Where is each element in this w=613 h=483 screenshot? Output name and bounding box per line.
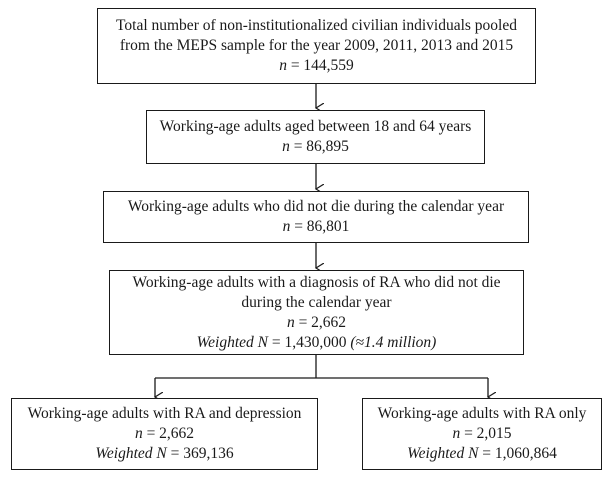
ra-only-count-value: = 2,015 bbox=[460, 425, 512, 442]
ra-depression-weighted-value: = 369,136 bbox=[166, 445, 234, 462]
total-count-value: = 144,559 bbox=[286, 57, 354, 74]
ra-depression-weighted: Weighted N = 369,136 bbox=[95, 444, 233, 464]
weighted-n-symbol: Weighted N bbox=[407, 445, 479, 462]
weighted-n-symbol: Weighted N bbox=[196, 333, 268, 351]
box-working-age: Working-age adults aged between 18 and 6… bbox=[146, 110, 485, 164]
total-line1: Total number of non-institutionalized ci… bbox=[116, 17, 517, 34]
ra-only-weighted-value: = 1,060,864 bbox=[478, 445, 557, 462]
ra-depression-count: n = 2,662 bbox=[135, 424, 194, 444]
n-symbol: n bbox=[134, 425, 143, 442]
box-total-pooled: Total number of non-institutionalized ci… bbox=[97, 8, 536, 84]
box-not-die: Working-age adults who did not die durin… bbox=[103, 191, 529, 243]
total-count: n = 144,559 bbox=[279, 56, 354, 76]
n-symbol: n bbox=[282, 218, 291, 235]
ra-diagnosis-line2: during the calendar year bbox=[241, 293, 392, 311]
ra-diagnosis-weighted-value: = 1,430,000 bbox=[267, 333, 351, 351]
n-symbol: n bbox=[452, 425, 461, 442]
ra-only-weighted: Weighted N = 1,060,864 bbox=[407, 444, 557, 464]
working-age-count: n = 86,895 bbox=[282, 137, 349, 157]
ra-diagnosis-count: n = 2,662 bbox=[287, 313, 346, 333]
box-ra-diagnosis: Working-age adults with a diagnosis of R… bbox=[109, 270, 524, 355]
working-age-line1: Working-age adults aged between 18 and 6… bbox=[159, 118, 472, 135]
ra-diagnosis-line1: Working-age adults with a diagnosis of R… bbox=[132, 273, 501, 291]
n-symbol: n bbox=[286, 313, 295, 331]
n-symbol: n bbox=[279, 57, 287, 74]
box-ra-only: Working-age adults with RA only n = 2,01… bbox=[362, 398, 602, 470]
box-ra-depression: Working-age adults with RA and depressio… bbox=[11, 398, 318, 470]
working-age-count-value: = 86,895 bbox=[289, 138, 349, 155]
weighted-n-symbol: Weighted N bbox=[95, 445, 167, 462]
ra-diagnosis-weighted: Weighted N = 1,430,000 (≈1.4 million) bbox=[197, 333, 437, 353]
total-line2: from the MEPS sample for the year 2009, … bbox=[119, 37, 514, 54]
ra-diagnosis-weighted-approx: (≈1.4 million) bbox=[350, 333, 437, 351]
n-symbol: n bbox=[282, 138, 290, 155]
not-die-line1: Working-age adults who did not die durin… bbox=[127, 198, 505, 215]
ra-only-line1: Working-age adults with RA only bbox=[377, 405, 587, 422]
ra-diagnosis-count-value: = 2,662 bbox=[294, 313, 347, 331]
ra-only-count: n = 2,015 bbox=[452, 424, 511, 444]
not-die-count-value: = 86,801 bbox=[290, 218, 350, 235]
ra-depression-line1: Working-age adults with RA and depressio… bbox=[27, 405, 302, 422]
not-die-count: n = 86,801 bbox=[283, 217, 350, 237]
ra-depression-count-value: = 2,662 bbox=[142, 425, 195, 442]
